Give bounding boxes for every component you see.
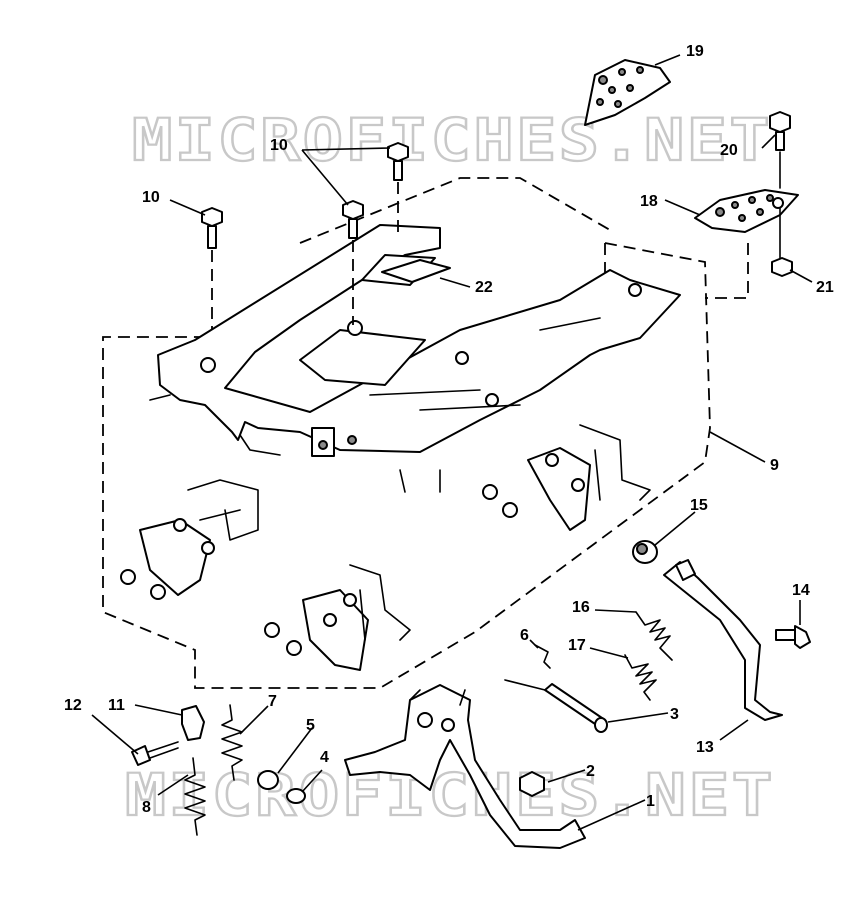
nut-2 (519, 771, 545, 797)
washer-5 (257, 770, 279, 790)
nut-21 (771, 257, 793, 277)
callout-22: 22 (475, 279, 493, 296)
pin-6 (534, 644, 551, 669)
callout-6: 6 (520, 627, 529, 644)
callout-17b: 17 (568, 637, 586, 654)
watermark-bottom: MICROFICHES.NET (125, 761, 775, 829)
callouts: 19 20 18 21 22 10 10 9 15 14 16 17 17 6 … (64, 43, 834, 816)
callout-19: 19 (686, 43, 704, 60)
callout-11: 11 (108, 697, 125, 714)
callout-12: 12 (64, 697, 82, 714)
bolt-20 (769, 111, 791, 151)
callout-18: 18 (640, 193, 658, 210)
side-stand-13 (663, 559, 783, 721)
bolt-10-left (201, 207, 223, 249)
clip-11 (181, 705, 205, 741)
callout-1: 1 (646, 793, 655, 810)
bolt-10-right (387, 142, 409, 181)
plate-19 (584, 59, 671, 126)
plate-18 (694, 189, 799, 233)
bolt-14 (775, 625, 811, 649)
assembly-outline (102, 177, 711, 689)
callout-3: 3 (670, 706, 679, 723)
bracket-bottom (264, 564, 411, 671)
callout-9: 9 (770, 457, 779, 474)
callout-4: 4 (320, 749, 329, 766)
watermark-top: MICROFICHES.NET (132, 106, 772, 174)
callout-10-top: 10 (270, 137, 288, 154)
callout-14: 14 (792, 582, 810, 599)
shaft-3 (544, 683, 608, 733)
spring-7 (221, 704, 243, 781)
spring-16 (635, 611, 673, 661)
bracket-right (482, 424, 651, 531)
spring-8 (184, 757, 206, 836)
leader-lines (91, 54, 813, 831)
callout-13: 13 (696, 739, 714, 756)
callout-21: 21 (816, 279, 834, 296)
pad-22 (381, 259, 451, 283)
callout-10-left: 10 (142, 189, 160, 206)
callout-8: 8 (142, 799, 151, 816)
collar-15 (632, 540, 658, 564)
bolt-10-middle (342, 200, 364, 239)
screw-12 (131, 741, 179, 766)
callout-16: 16 (572, 599, 590, 616)
callout-20: 20 (720, 142, 738, 159)
spring-17 (624, 654, 657, 701)
callout-15: 15 (690, 497, 708, 514)
clip-4 (286, 788, 306, 804)
callout-5: 5 (306, 717, 315, 734)
bracket-left (120, 479, 259, 600)
callout-7: 7 (268, 693, 277, 710)
callout-2: 2 (586, 763, 595, 780)
